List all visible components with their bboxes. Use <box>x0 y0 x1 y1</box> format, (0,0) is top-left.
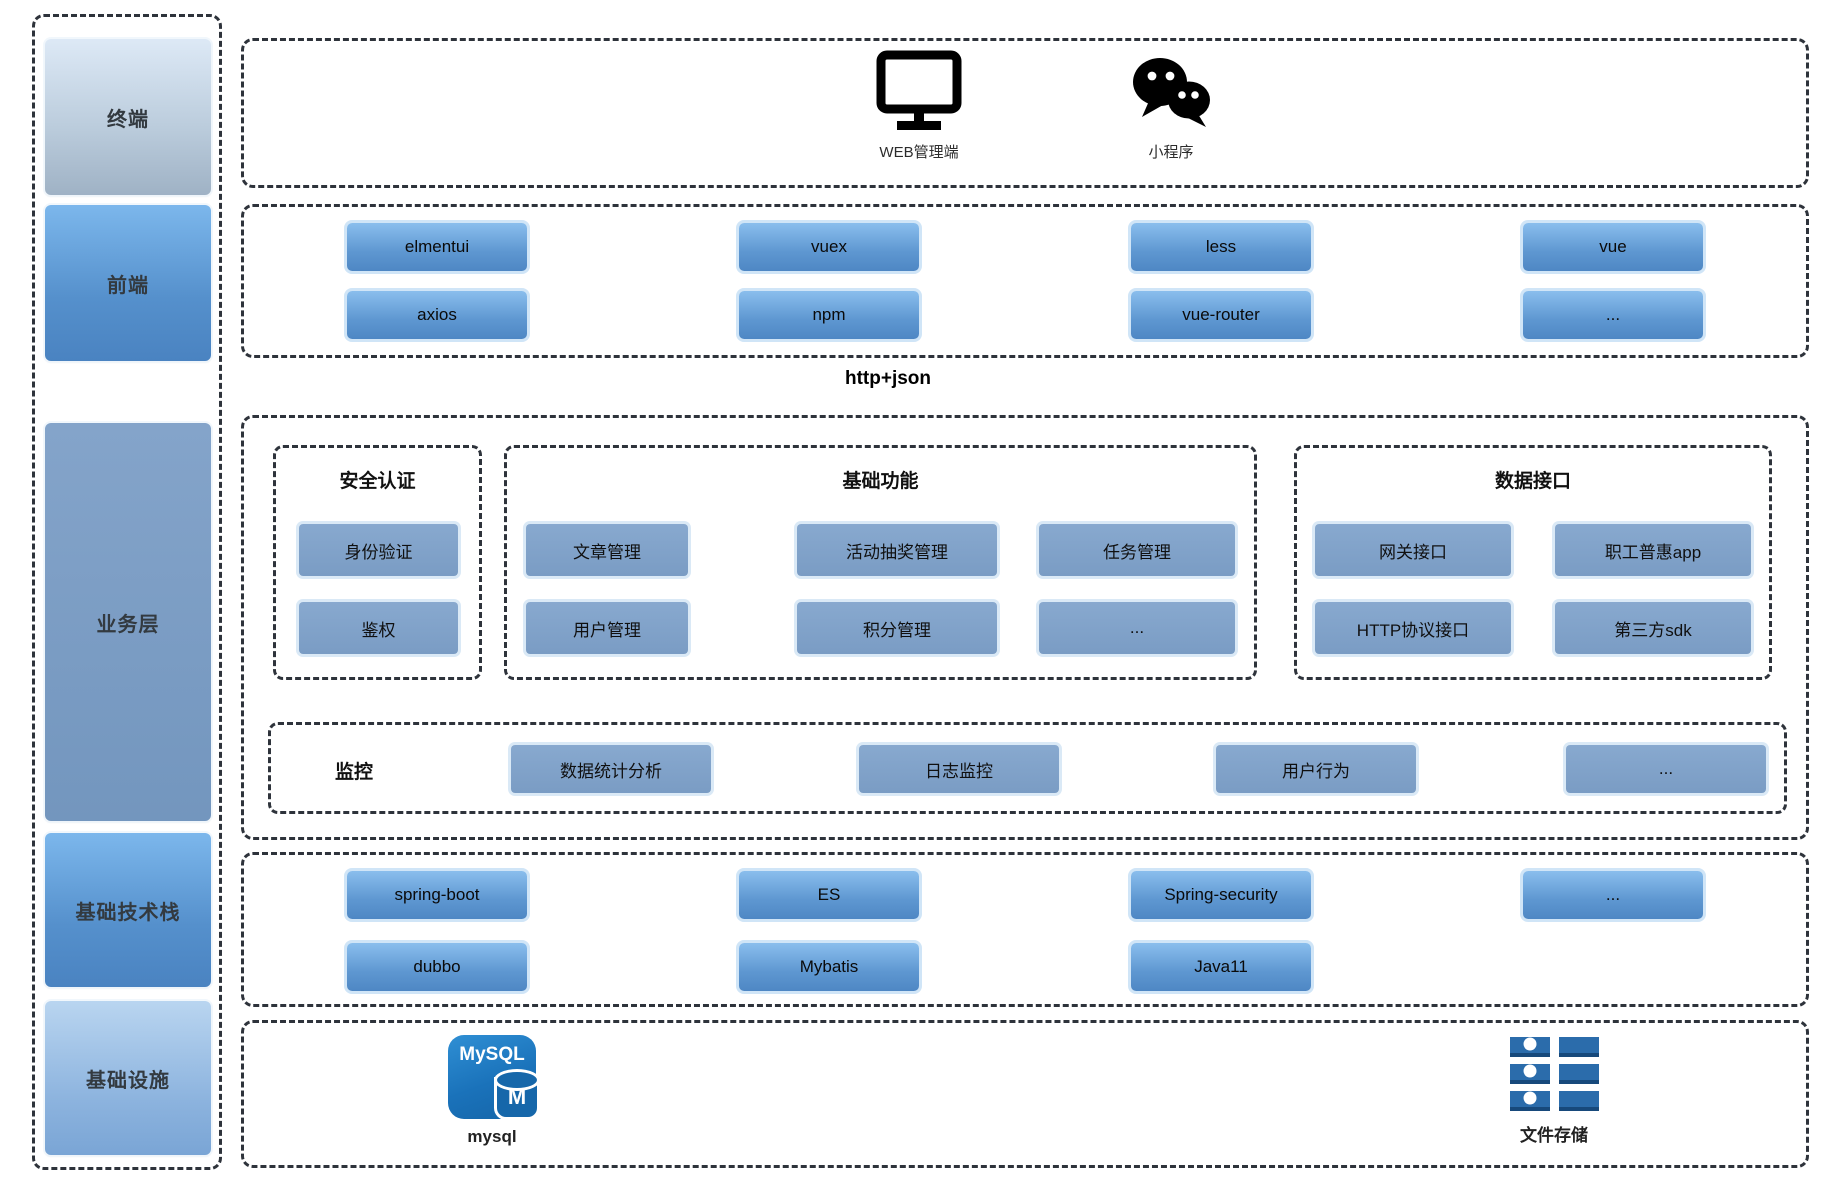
file-storage-item: 文件存储 <box>1506 1037 1602 1146</box>
mini-program-label: 小程序 <box>1148 144 1194 161</box>
http-json-label: http+json <box>844 368 932 389</box>
monitor-group-box: 监控 数据统计分析 日志监控 用户行为 ... <box>268 722 1787 814</box>
file-storage-label: 文件存储 <box>1520 1126 1588 1145</box>
tech-stack-box: spring-boot ES Spring-security ... dubbo… <box>241 852 1809 1007</box>
business-button[interactable]: 任务管理 <box>1039 524 1235 576</box>
monitor-icon <box>876 49 962 141</box>
monitor-button[interactable]: ... <box>1566 745 1766 793</box>
tech-stack-button[interactable]: spring-boot <box>347 871 527 919</box>
rail-item-terminal: 终端 <box>45 39 211 195</box>
business-button[interactable]: 身份验证 <box>299 524 458 576</box>
rail-label: 基础技术栈 <box>75 901 181 924</box>
tech-stack-button[interactable]: Java11 <box>1131 943 1311 991</box>
security-group-title: 安全认证 <box>339 471 416 492</box>
monitor-button[interactable]: 用户行为 <box>1216 745 1416 793</box>
rail-item-frontend: 前端 <box>45 205 211 361</box>
web-admin-label: WEB管理端 <box>879 144 959 161</box>
security-group-box: 安全认证 身份验证 鉴权 <box>273 445 482 680</box>
file-storage-icon <box>1509 1037 1599 1111</box>
frontend-tech-button[interactable]: npm <box>739 291 919 339</box>
basic-functions-group-title: 基础功能 <box>842 471 919 492</box>
business-button[interactable]: 活动抽奖管理 <box>797 524 997 576</box>
terminal-row-box: WEB管理端 小程序 <box>241 38 1809 188</box>
web-admin-terminal: WEB管理端 <box>869 49 969 162</box>
monitor-button[interactable]: 日志监控 <box>859 745 1059 793</box>
frontend-tech-button[interactable]: elmentui <box>347 223 527 271</box>
frontend-tech-button[interactable]: less <box>1131 223 1311 271</box>
business-button[interactable]: 积分管理 <box>797 602 997 654</box>
business-button[interactable]: 职工普惠app <box>1555 524 1751 576</box>
layer-rail: 终端 前端 业务层 基础技术栈 基础设施 <box>32 14 222 1170</box>
monitor-group-title: 监控 <box>334 762 373 783</box>
tech-stack-button[interactable]: dubbo <box>347 943 527 991</box>
frontend-tech-button[interactable]: ... <box>1523 291 1703 339</box>
business-button[interactable]: 网关接口 <box>1315 524 1511 576</box>
frontend-tech-button[interactable]: vue <box>1523 223 1703 271</box>
mysql-icon-text: MySQL <box>459 1044 525 1065</box>
tech-stack-button[interactable]: ... <box>1523 871 1703 919</box>
mini-program-terminal: 小程序 <box>1116 55 1226 162</box>
rail-label: 基础设施 <box>86 1069 170 1092</box>
frontend-tech-button[interactable]: vue-router <box>1131 291 1311 339</box>
monitor-button[interactable]: 数据统计分析 <box>511 745 711 793</box>
tech-stack-button[interactable]: Mybatis <box>739 943 919 991</box>
frontend-box: elmentui vuex less vue axios npm vue-rou… <box>241 204 1809 358</box>
basic-functions-group-box: 基础功能 文章管理 活动抽奖管理 任务管理 用户管理 积分管理 ... <box>504 445 1257 680</box>
rail-item-techstack: 基础技术栈 <box>45 833 211 987</box>
connector-label-row: http+json <box>241 368 1809 400</box>
mysql-label: mysql <box>467 1127 517 1146</box>
wechat-icon <box>1129 55 1213 141</box>
database-cylinder-icon: M <box>494 1069 540 1121</box>
rail-item-infrastructure: 基础设施 <box>45 1001 211 1155</box>
tech-stack-button[interactable]: Spring-security <box>1131 871 1311 919</box>
infrastructure-box: MySQL M mysql 文件存储 <box>241 1020 1809 1168</box>
mysql-icon: MySQL M <box>448 1035 540 1120</box>
data-interface-group-title: 数据接口 <box>1494 471 1571 492</box>
frontend-tech-button[interactable]: axios <box>347 291 527 339</box>
business-button[interactable]: HTTP协议接口 <box>1315 602 1511 654</box>
business-button[interactable]: 第三方sdk <box>1555 602 1751 654</box>
data-interface-group-box: 数据接口 网关接口 职工普惠app HTTP协议接口 第三方sdk <box>1294 445 1772 680</box>
frontend-tech-button[interactable]: vuex <box>739 223 919 271</box>
business-button[interactable]: ... <box>1039 602 1235 654</box>
rail-item-business: 业务层 <box>45 423 211 821</box>
business-button[interactable]: 鉴权 <box>299 602 458 654</box>
rail-label: 终端 <box>107 108 149 131</box>
mysql-item: MySQL M mysql <box>444 1035 540 1147</box>
business-button[interactable]: 文章管理 <box>526 524 688 576</box>
business-button[interactable]: 用户管理 <box>526 602 688 654</box>
tech-stack-button[interactable]: ES <box>739 871 919 919</box>
business-layer-box: 安全认证 身份验证 鉴权 基础功能 文章管理 活动抽奖管理 任务管理 用户管理 … <box>241 415 1809 840</box>
rail-label: 业务层 <box>96 613 160 636</box>
rail-label: 前端 <box>107 274 149 297</box>
